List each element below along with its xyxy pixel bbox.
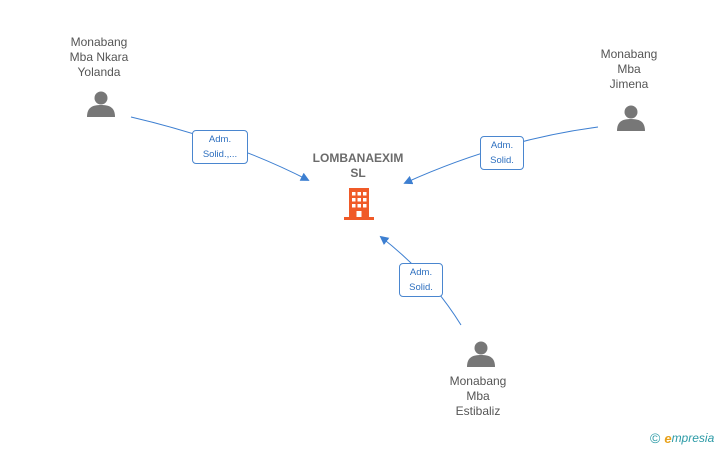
- brand-name: mpresia: [671, 431, 715, 445]
- brand-logo[interactable]: © e mpresia: [650, 429, 714, 447]
- edge-label-line: Adm.: [490, 140, 514, 151]
- person-name-line: Monabang: [600, 47, 658, 61]
- edge-label-line: Solid.: [490, 155, 514, 166]
- company-name-line: SL: [350, 166, 366, 180]
- person-icon[interactable]: [467, 341, 495, 368]
- person-name-line: Jimena: [609, 77, 649, 91]
- person-label-p1[interactable]: Monabang Mba Nkara Yolanda: [34, 35, 164, 80]
- edge-label-p2[interactable]: Adm. Solid.: [480, 136, 524, 170]
- person-name-line: Yolanda: [77, 65, 121, 79]
- person-name-line: Monabang: [449, 374, 507, 388]
- company-name-line: LOMBANAEXIM: [312, 151, 404, 165]
- person-icon[interactable]: [617, 105, 645, 132]
- edge-label-line: Solid.,...: [202, 149, 238, 160]
- person-name-line: Mba: [466, 389, 490, 403]
- edge-label-line: Adm.: [208, 134, 232, 145]
- person-name-line: Monabang: [70, 35, 128, 49]
- person-name-line: Mba: [617, 62, 641, 76]
- person-label-p3[interactable]: Monabang Mba Estibaliz: [413, 374, 543, 419]
- copyright-icon: ©: [650, 430, 661, 446]
- edge-label-line: Solid.: [409, 282, 433, 293]
- person-name-line: Estibaliz: [455, 404, 501, 418]
- person-icon[interactable]: [87, 91, 115, 118]
- edge-label-p1[interactable]: Adm. Solid.,...: [192, 130, 248, 164]
- building-icon[interactable]: [344, 188, 374, 220]
- person-label-p2[interactable]: Monabang Mba Jimena: [564, 47, 694, 92]
- company-label[interactable]: LOMBANAEXIM SL: [288, 151, 428, 181]
- edge-label-line: Adm.: [409, 267, 433, 278]
- brand-initial: e: [664, 430, 672, 446]
- person-name-line: Mba Nkara: [69, 50, 129, 64]
- edge-label-p3[interactable]: Adm. Solid.: [399, 263, 443, 297]
